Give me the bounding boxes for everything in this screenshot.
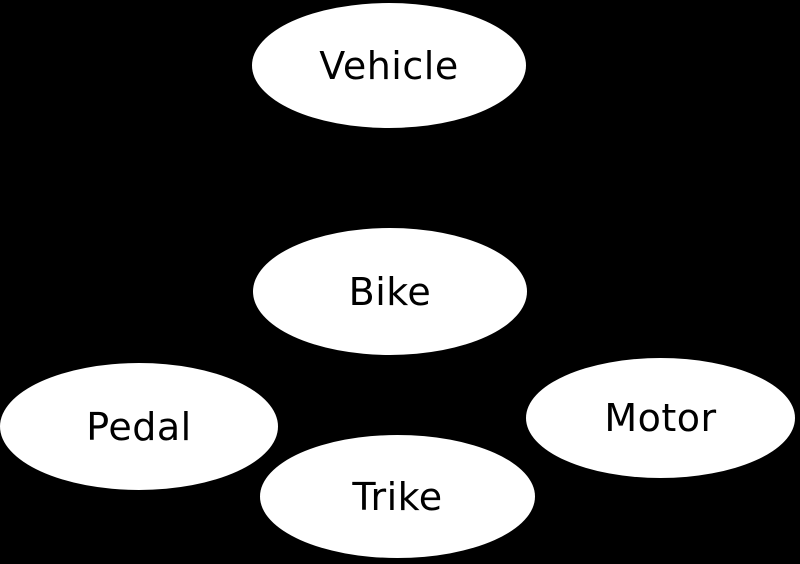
node-trike-label: Trike [352,474,443,519]
node-motor: Motor [526,358,795,478]
node-vehicle-label: Vehicle [319,43,459,88]
node-motor-label: Motor [604,396,717,440]
node-bike-label: Bike [348,269,432,314]
node-pedal-label: Pedal [86,404,192,449]
node-trike: Trike [260,435,535,558]
node-bike: Bike [253,228,527,355]
node-pedal: Pedal [0,363,278,490]
node-vehicle: Vehicle [252,3,526,128]
